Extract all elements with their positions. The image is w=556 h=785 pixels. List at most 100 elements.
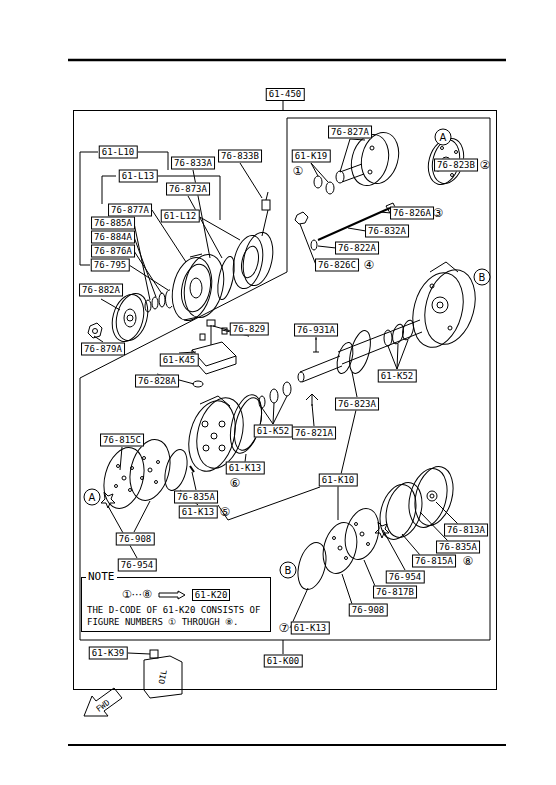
o-ring xyxy=(161,447,191,493)
note-heading: NOTE xyxy=(86,570,117,583)
part-number: 61-K52 xyxy=(378,370,417,383)
part-number: 76-815C xyxy=(100,434,144,447)
washer xyxy=(326,182,334,194)
callout-number: ② xyxy=(480,159,491,172)
washer xyxy=(314,176,322,188)
part-number: 61-K13 xyxy=(179,506,218,519)
part-number: 76-823B xyxy=(434,159,478,172)
callout-number: ⑥ xyxy=(230,477,241,490)
part-number: 76-876A xyxy=(91,245,135,258)
part-number: 76-885A xyxy=(91,217,135,230)
part-number: 76-795 xyxy=(91,259,130,272)
part-number: 76-833A xyxy=(171,157,215,170)
part-number: 61-K13 xyxy=(291,622,330,635)
part-number: 76-822A xyxy=(335,242,379,255)
part-number: 76-835A xyxy=(174,491,218,504)
part-number: 76-882A xyxy=(79,284,123,297)
callout-number: ⑦ xyxy=(279,622,290,635)
callout-number: ③ xyxy=(433,207,444,220)
part-number: 76-877A xyxy=(108,204,152,217)
leader-line xyxy=(138,152,168,170)
valve-plate xyxy=(98,435,177,513)
leader-line xyxy=(283,101,284,110)
part-number: 76-815A xyxy=(412,555,456,568)
nut xyxy=(295,212,308,224)
nut xyxy=(88,323,102,338)
armature-plate xyxy=(107,290,152,345)
note-text: THE D-CODE OF 61-K20 CONSISTS OF FIGURE … xyxy=(87,604,265,628)
callout-number: ④ xyxy=(364,259,375,272)
part-number: 61-K10 xyxy=(319,474,358,487)
reference-letter: A xyxy=(84,489,101,506)
part-number: 76-821A xyxy=(292,427,336,440)
top-rule xyxy=(68,59,506,62)
part-number: 61-L10 xyxy=(99,146,138,159)
pin xyxy=(313,338,319,352)
part-number: 76-908 xyxy=(349,604,388,617)
seal-ring xyxy=(270,389,278,403)
valve-plates xyxy=(318,462,459,577)
part-number: 61-L12 xyxy=(161,210,200,223)
reed-valve xyxy=(101,492,115,508)
seal-ring xyxy=(283,382,291,396)
pin xyxy=(190,466,194,472)
group-number: 61-450 xyxy=(266,88,305,101)
part-number: 76-835A xyxy=(436,541,480,554)
callout-number: ① xyxy=(293,165,304,178)
oil-bottle xyxy=(128,650,182,698)
group-bracket xyxy=(102,176,116,204)
part-number: 61-K19 xyxy=(292,150,331,163)
washer xyxy=(311,240,317,250)
part-number: 61-K13 xyxy=(226,462,265,475)
part-number: 76-884A xyxy=(91,231,135,244)
part-number: 76-813A xyxy=(444,524,488,537)
pulley xyxy=(167,251,229,325)
part-number: 76-827A xyxy=(328,126,372,139)
leader-line xyxy=(94,139,462,628)
part-number: 61-K39 xyxy=(89,647,128,660)
part-number: 76-954 xyxy=(118,559,157,572)
reference-letter: A xyxy=(435,129,452,146)
part-number: 76-931A xyxy=(294,324,338,337)
part-number: 61-K45 xyxy=(160,354,199,367)
part-number: 76-829 xyxy=(230,323,269,336)
reference-letter: B xyxy=(474,269,491,286)
shim xyxy=(152,297,158,309)
part-number: 76-954 xyxy=(386,571,425,584)
part-number: 61-L13 xyxy=(119,170,158,183)
field-coil xyxy=(229,192,278,291)
snap-ring xyxy=(166,290,172,308)
part-number: 76-817B xyxy=(373,586,417,599)
part-number: 61-K20 xyxy=(192,589,231,601)
part-number: 76-828A xyxy=(135,375,179,388)
note-arrow xyxy=(158,590,186,600)
note-box: NOTE①···⑧61-K20THE D-CODE OF 61-K20 CONS… xyxy=(81,577,271,632)
part-number: 76-823A xyxy=(335,398,379,411)
note-arrow xyxy=(159,591,185,599)
front-head xyxy=(405,262,483,353)
part-number: 76-832A xyxy=(365,225,409,238)
callout-number: ⑧ xyxy=(463,555,474,568)
part-number: 61-K00 xyxy=(264,655,303,668)
callout-range: ①···⑧ xyxy=(122,588,152,601)
marking-text: FWD xyxy=(94,697,112,714)
shim xyxy=(159,293,165,307)
group-frame xyxy=(80,118,490,640)
parts-frame: 61-450NOTE①···⑧61-K20THE D-CODE OF 61-K2… xyxy=(73,110,497,690)
part-number: 76-826C xyxy=(315,259,359,272)
part-number: 76-826A xyxy=(390,207,434,220)
part-number: 76-879A xyxy=(81,343,125,356)
marking-text: OIL xyxy=(156,669,169,685)
nut-hole xyxy=(93,329,98,334)
reference-letter: B xyxy=(280,562,297,579)
bottom-rule xyxy=(68,744,506,746)
callout-number: ⑤ xyxy=(220,506,231,519)
part-number: 76-833B xyxy=(218,150,262,163)
part-number: 76-908 xyxy=(116,533,155,546)
part-number: 76-873A xyxy=(166,183,210,196)
o-ring xyxy=(193,381,203,387)
leader-line xyxy=(283,640,284,654)
forward-arrow xyxy=(84,688,122,716)
part-number: 61-K52 xyxy=(254,425,293,438)
shim xyxy=(145,300,151,312)
